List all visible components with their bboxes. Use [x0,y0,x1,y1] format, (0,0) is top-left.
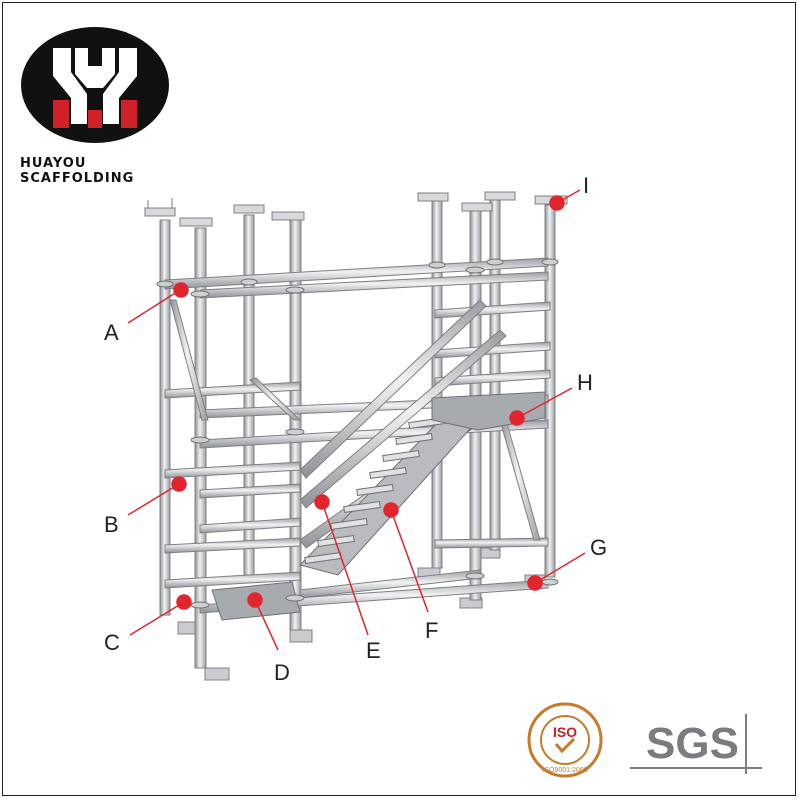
marker-D [247,592,279,651]
marker-A [127,282,189,324]
callouts [127,189,586,651]
callout-label-h: H [577,370,593,395]
marker-E [314,494,369,636]
staircase [299,416,480,576]
callout-label-c: C [104,630,120,655]
callout-label-a: A [104,320,119,345]
callout-label-d: D [274,660,290,685]
huayou-logo-icon [21,27,169,143]
iso-seal-icon: ISO ISO9001:2000 [527,702,603,778]
callout-label-g: G [590,535,608,560]
marker-G [527,552,586,591]
marker-C [129,594,192,636]
marker-I [549,189,581,211]
svg-text:ISO: ISO [553,724,577,740]
marker-B [127,476,187,516]
callout-label-i: I [583,173,590,198]
marker-F [383,502,429,613]
callout-label-e: E [366,638,381,663]
svg-text:SGS: SGS [646,719,739,768]
callout-label-f: F [425,618,439,643]
brand-name: HUAYOU SCAFFOLDING [20,156,135,186]
marker-H [509,387,573,426]
callout-label-b: B [104,512,119,537]
sgs-mark-icon: SGS [630,714,762,774]
scaffold-structure [144,191,568,681]
svg-text:ISO9001:2000: ISO9001:2000 [542,767,587,774]
